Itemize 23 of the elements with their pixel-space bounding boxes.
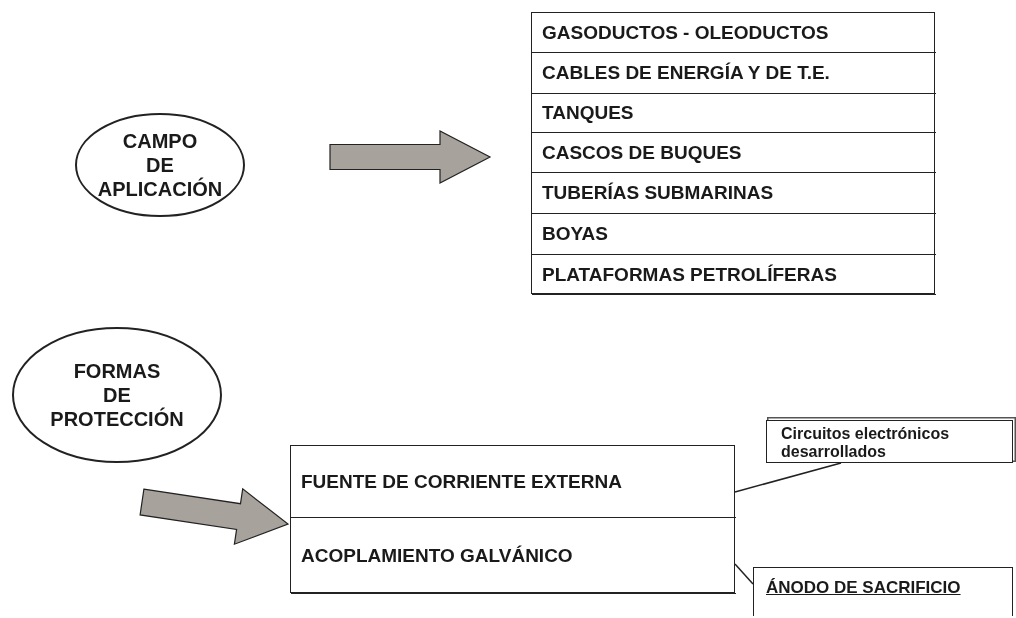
list-item-text: BOYAS xyxy=(542,223,608,245)
list-item-text: TANQUES xyxy=(542,102,634,124)
list-item-text: ACOPLAMIENTO GALVÁNICO xyxy=(301,544,573,567)
list-item-text: GASODUCTOS - OLEODUCTOS xyxy=(542,21,829,44)
callout-text: ÁNODO DE SACRIFICIO xyxy=(766,578,961,598)
callout-text: Circuitos electrónicos desarrollados xyxy=(781,425,951,461)
list-box xyxy=(290,445,735,593)
node-label: FORMAS DE PROTECCIÓN xyxy=(50,359,184,431)
leader-line xyxy=(734,563,754,585)
callout-box xyxy=(766,420,1013,463)
callout-box xyxy=(753,567,1013,616)
block-arrow xyxy=(139,487,290,546)
ellipse-node xyxy=(12,327,222,463)
leader-line xyxy=(734,462,842,493)
list-item-text: FUENTE DE CORRIENTE EXTERNA xyxy=(301,470,622,493)
block-arrow xyxy=(329,130,492,184)
ellipse-node xyxy=(75,113,245,217)
list-box xyxy=(531,12,935,294)
node-label: CAMPO DE APLICACIÓN xyxy=(97,129,223,201)
list-item-text: PLATAFORMAS PETROLÍFERAS xyxy=(542,263,837,286)
list-item-text: CABLES DE ENERGÍA Y DE T.E. xyxy=(542,62,830,84)
list-item-text: TUBERÍAS SUBMARINAS xyxy=(542,182,774,204)
list-item-text: CASCOS DE BUQUES xyxy=(542,141,742,164)
